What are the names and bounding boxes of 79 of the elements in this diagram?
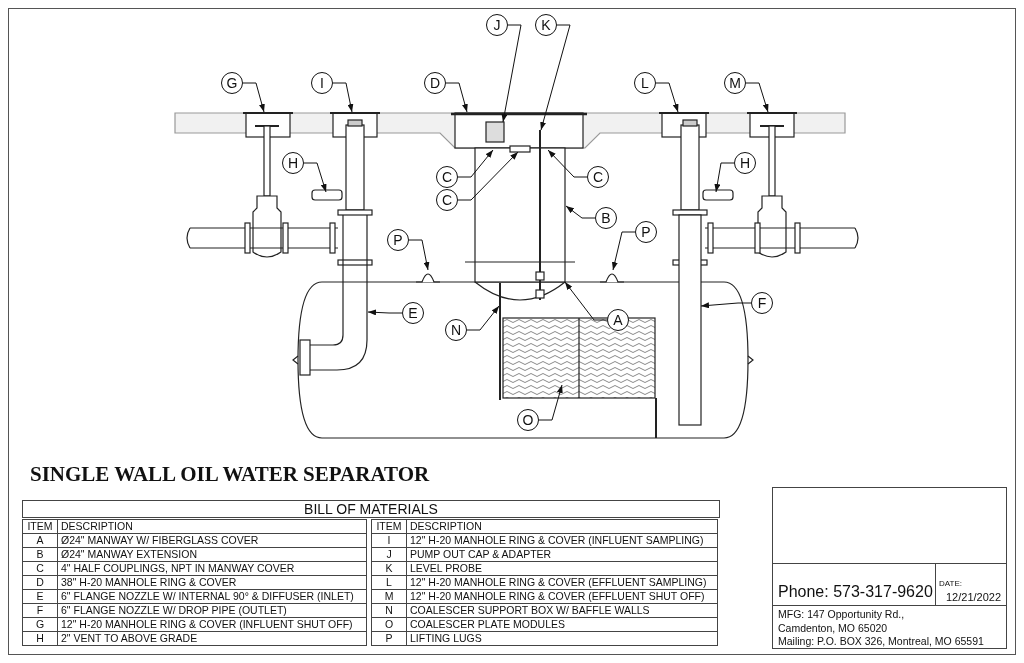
item-description: 12" H-20 MANHOLE RING & COVER (INFLUENT SAMPLING) xyxy=(406,533,718,548)
item-description: COALESCER PLATE MODULES xyxy=(406,617,718,632)
callout-number: H xyxy=(734,152,756,174)
item-letter: D xyxy=(22,575,58,590)
callout-number: C xyxy=(436,166,458,188)
callout-number: P xyxy=(635,221,657,243)
column-header: DESCRIPTION xyxy=(57,519,367,534)
drawing-title: SINGLE WALL OIL WATER SEPARATOR xyxy=(30,462,430,487)
leader-line xyxy=(611,231,636,271)
item-description: Ø24" MANWAY EXTENSION xyxy=(57,547,367,562)
item-description: 38" H-20 MANHOLE RING & COVER xyxy=(57,575,367,590)
leader-line xyxy=(332,82,354,113)
leader-line xyxy=(540,24,571,131)
leader-line xyxy=(303,162,327,193)
leader-line xyxy=(445,82,468,113)
item-description: COALESCER SUPPORT BOX W/ BAFFLE WALLS xyxy=(406,603,718,618)
item-description: 2" VENT TO ABOVE GRADE xyxy=(57,631,367,646)
item-letter: H xyxy=(22,631,58,646)
callout-number: F xyxy=(751,292,773,314)
leader-line xyxy=(564,281,608,321)
callout-number: M xyxy=(724,72,746,94)
item-description: LEVEL PROBE xyxy=(406,561,718,576)
callout-number: H xyxy=(282,152,304,174)
leader-line xyxy=(242,82,265,113)
item-letter: L xyxy=(371,575,407,590)
column-header: ITEM xyxy=(22,519,58,534)
item-description: LIFTING LUGS xyxy=(406,631,718,646)
leader-line xyxy=(565,205,596,219)
item-description: Ø24" MANWAY W/ FIBERGLASS COVER xyxy=(57,533,367,548)
item-letter: C xyxy=(22,561,58,576)
leader-line xyxy=(466,305,500,331)
item-letter: B xyxy=(22,547,58,562)
column-header: ITEM xyxy=(371,519,407,534)
item-description: PUMP OUT CAP & ADAPTER xyxy=(406,547,718,562)
item-letter: A xyxy=(22,533,58,548)
item-letter: P xyxy=(371,631,407,646)
item-letter: N xyxy=(371,603,407,618)
callout-number: K xyxy=(535,14,557,36)
callout-number: P xyxy=(387,229,409,251)
item-description: 12" H-20 MANHOLE RING & COVER (INFLUENT SHUT OFF) xyxy=(57,617,367,632)
item-description: 6" FLANGE NOZZLE W/ INTERNAL 90° & DIFFUSER (INLET) xyxy=(57,589,367,604)
item-description: 4" HALF COUPLINGS, NPT IN MANWAY COVER xyxy=(57,561,367,576)
mailing-address: Mailing: P.O. BOX 326, Montreal, MO 65591 xyxy=(778,635,984,647)
phone-number: Phone: 573-317-9620 xyxy=(778,583,933,601)
callout-number: C xyxy=(436,189,458,211)
item-description: 12" H-20 MANHOLE RING & COVER (EFFLUENT SAMPLING) xyxy=(406,575,718,590)
bill-of-materials-heading: BILL OF MATERIALS xyxy=(22,500,720,518)
leader-line xyxy=(408,239,430,271)
callout-number: G xyxy=(221,72,243,94)
leader-line xyxy=(700,302,752,309)
leader-line xyxy=(457,151,519,201)
item-letter: J xyxy=(371,547,407,562)
item-description: 12" H-20 MANHOLE RING & COVER (EFFLUENT SHUT OFF) xyxy=(406,589,718,604)
item-letter: I xyxy=(371,533,407,548)
date-caption: DATE: xyxy=(939,579,962,588)
callout-number: B xyxy=(595,207,617,229)
leader-line xyxy=(367,309,403,316)
leader-line xyxy=(538,384,563,421)
item-letter: K xyxy=(371,561,407,576)
column-header: DESCRIPTION xyxy=(406,519,718,534)
callout-number: I xyxy=(311,72,333,94)
leader-line xyxy=(655,82,679,113)
callout-number: J xyxy=(486,14,508,36)
item-description: 6" FLANGE NOZZLE W/ DROP PIPE (OUTLET) xyxy=(57,603,367,618)
leader-line xyxy=(547,149,588,178)
item-letter: F xyxy=(22,603,58,618)
item-letter: E xyxy=(22,589,58,604)
callout-number: C xyxy=(587,166,609,188)
leader-line xyxy=(501,24,522,123)
manufacturing-address: MFG: 147 Opportunity Rd., Camdenton, MO 65020 xyxy=(778,607,906,635)
item-letter: G xyxy=(22,617,58,632)
callout-number: D xyxy=(424,72,446,94)
date-value: 12/21/2022 xyxy=(946,591,1002,603)
leader-line xyxy=(714,162,735,193)
leader-line xyxy=(457,149,494,178)
item-letter: O xyxy=(371,617,407,632)
callout-number: L xyxy=(634,72,656,94)
leader-line xyxy=(745,82,769,113)
item-letter: M xyxy=(371,589,407,604)
